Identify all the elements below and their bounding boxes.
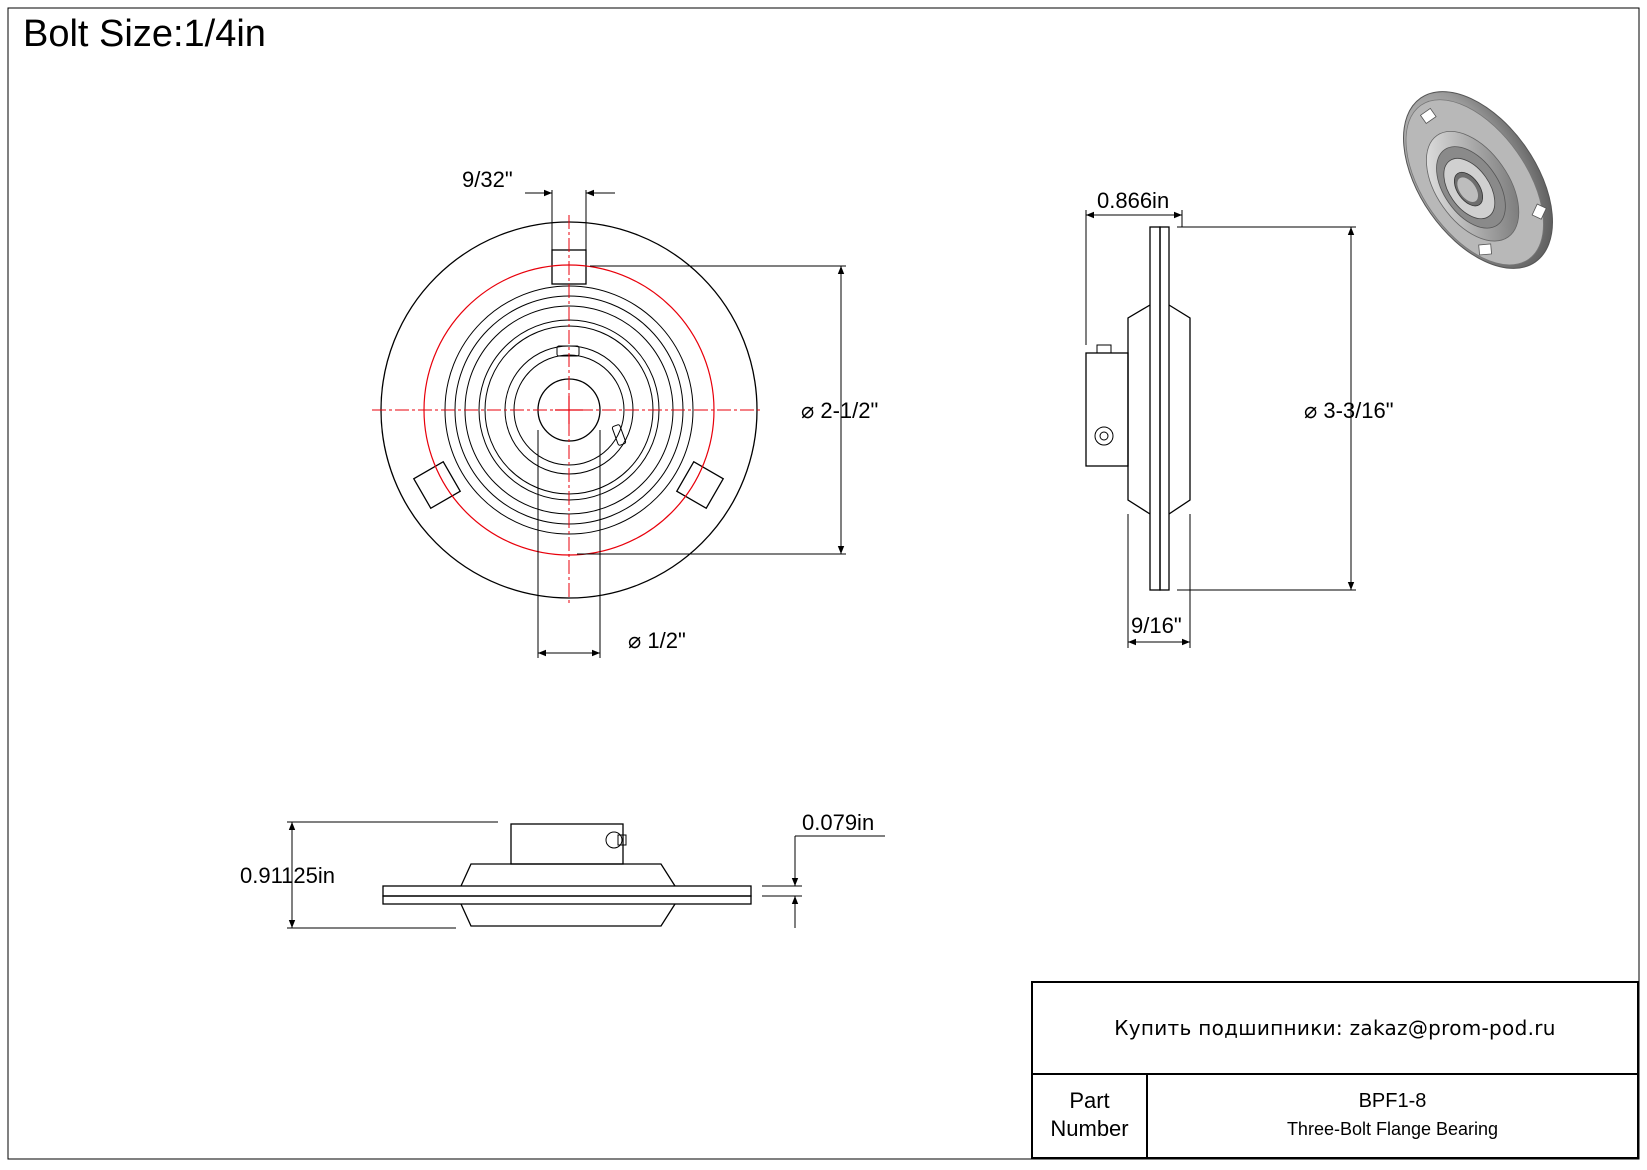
housing-bottom-profile [460, 903, 676, 927]
collar-bottom [510, 823, 624, 865]
part-label-line2: Number [1050, 1116, 1129, 1141]
front-view: 9/32" ⌀ 2-1/2" ⌀ 1/2" [372, 167, 878, 658]
dim-plate-thickness-label: 0.079in [802, 810, 874, 835]
side-view: 0.866in ⌀ 3-3/16" 9/16" [1085, 188, 1394, 648]
flange-plate-a [1149, 226, 1161, 591]
set-screw-bottom [605, 831, 623, 849]
flange-plate-b [1159, 226, 1170, 591]
sheet-border [7, 7, 1640, 1160]
drawing-title: Bolt Size:1/4in [23, 13, 266, 55]
bolt-slot-left [412, 460, 462, 510]
dim-bolt-circle-label: ⌀ 2-1/2" [801, 398, 878, 423]
dim-flange-width-label: 9/16" [1131, 613, 1182, 638]
plate-b [382, 895, 752, 905]
housing-top-profile [460, 863, 676, 887]
title-block: Купить подшипники: zakaz@prom-pod.ru Par… [1031, 981, 1639, 1159]
dim-slot-width-label: 9/32" [462, 167, 513, 192]
part-number-value-cell: BPF1-8 Three-Bolt Flange Bearing [1148, 1073, 1637, 1157]
part-label-line1: Part [1069, 1088, 1110, 1113]
bottom-view: 0.91125in 0.079in [240, 810, 885, 929]
set-screw-side-view-hex [1099, 431, 1109, 441]
set-screw-stub [1096, 344, 1112, 354]
part-number: BPF1-8 [1358, 1090, 1427, 1112]
dim-height-label: 0.91125in [240, 863, 335, 888]
set-screw-top [556, 345, 580, 357]
dim-bore-label: ⌀ 1/2" [628, 628, 686, 653]
part-number-label-cell: Part Number [1033, 1073, 1148, 1157]
housing-left [1127, 304, 1151, 515]
title-block-contact-row: Купить подшипники: zakaz@prom-pod.ru [1033, 983, 1637, 1075]
bolt-slot-right [675, 460, 725, 510]
set-screw-side-view [1094, 426, 1114, 446]
set-screw-bottom-stub [617, 834, 627, 846]
set-screw-side [611, 424, 627, 446]
dim-flange-diameter-label: ⌀ 3-3/16" [1304, 398, 1394, 423]
contact-text: Купить подшипники: zakaz@prom-pod.ru [1114, 1016, 1556, 1040]
plate-a [382, 885, 752, 897]
collar-side [1085, 352, 1129, 467]
housing-right [1168, 304, 1191, 515]
bearing-3d-render [1403, 91, 1553, 269]
dim-overall-length-label: 0.866in [1097, 188, 1169, 213]
part-description: Three-Bolt Flange Bearing [1286, 1119, 1499, 1139]
